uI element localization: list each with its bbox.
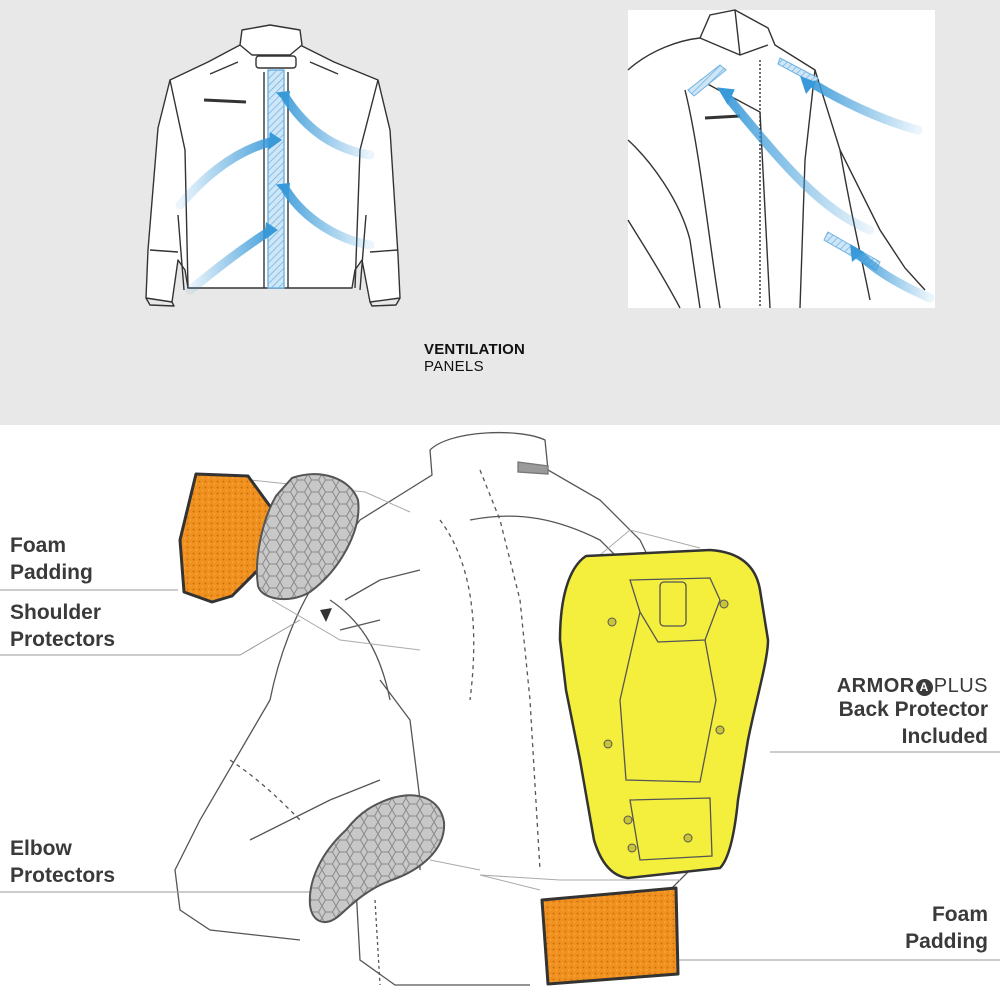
jacket-front-illustration — [145, 24, 401, 307]
protection-section — [0, 425, 1000, 1000]
back-foam-label: Foam Padding — [905, 903, 988, 953]
airflow-arrow-icon — [175, 93, 375, 295]
shoulder-protector-pad — [255, 473, 360, 601]
shoulder-protectors-label: Shoulder Protectors — [10, 601, 116, 651]
elbow-protectors-label: Elbow Protectors — [10, 837, 116, 887]
back-protector-label: Back Protector Included — [838, 698, 988, 748]
ventilation-subtitle: PANELS — [424, 358, 484, 375]
callout-leader-lines — [0, 479, 1000, 961]
elbow-protector-pad — [308, 794, 446, 924]
shoulder-foam-label: Foam Padding — [10, 534, 93, 584]
jacket-shoulder-closeup-illustration — [627, 9, 935, 309]
ventilation-title: VENTILATION — [424, 341, 526, 358]
shoulder-foam-pad — [178, 472, 282, 604]
back-foam-pad — [540, 886, 680, 986]
back-protector-pad — [558, 548, 770, 880]
